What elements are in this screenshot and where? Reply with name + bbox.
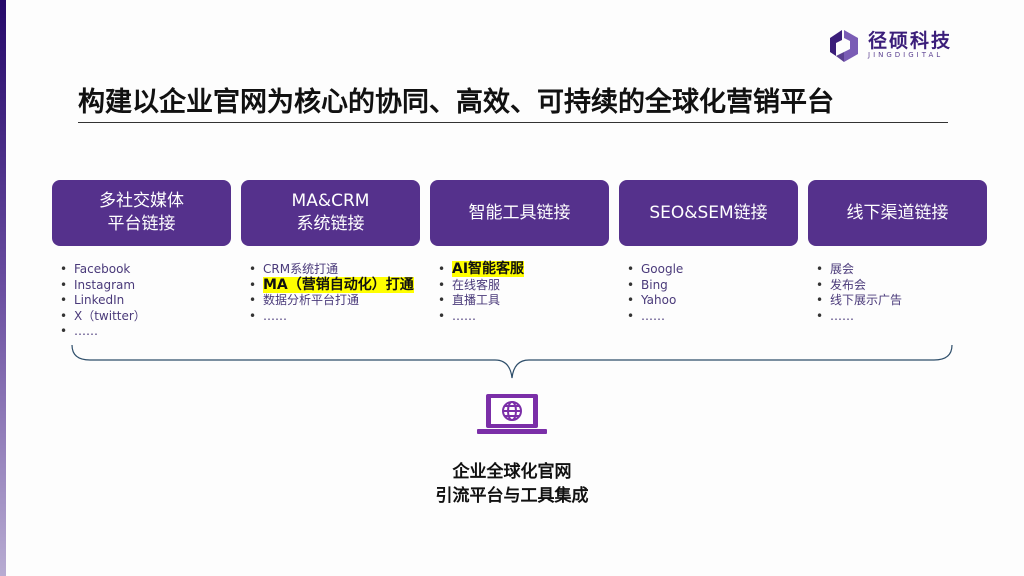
list-item: 展会	[816, 262, 902, 278]
list-item-text: ……	[263, 308, 287, 323]
list-item-text: Bing	[641, 277, 668, 292]
list-item: MA（营销自动化）打通	[249, 276, 414, 294]
list-item: 直播工具	[438, 293, 524, 309]
channel-box-label: 智能工具链接	[469, 202, 571, 225]
list-item-text: MA（营销自动化）打通	[263, 276, 414, 293]
list-item: ……	[60, 324, 146, 340]
list-item-text: Instagram	[74, 277, 136, 292]
list-item-text: Google	[641, 262, 684, 276]
list-item-text: ……	[641, 308, 665, 323]
channel-box-label: 线下渠道链接	[847, 202, 949, 225]
channel-box-4: SEO&SEM链接	[619, 180, 798, 246]
label-line: 智能工具链接	[468, 202, 571, 223]
logo-subtitle: JINGDIGITAL	[868, 51, 944, 59]
list-item-text: Yahoo	[641, 293, 677, 307]
list-item-text: LinkedIn	[74, 293, 125, 307]
list-item: ……	[627, 309, 683, 325]
label-line: MA&CRM	[291, 191, 370, 211]
channel-list-1: FacebookInstagramLinkedInX（twitter）……	[60, 262, 146, 340]
center-line1: 企业全球化官网	[452, 462, 572, 482]
list-item-text: ……	[452, 308, 476, 323]
list-item: AI智能客服	[438, 261, 525, 278]
list-item: 线下展示广告	[816, 293, 902, 309]
page-title: 构建以企业官网为核心的协同、高效、可持续的全球化营销平台	[78, 87, 834, 118]
list-item-text: 数据分析平台打通	[263, 293, 360, 307]
logo: 径硕科技 JINGDIGITAL	[828, 28, 952, 62]
list-item: Google	[627, 262, 683, 278]
logo-icon	[830, 30, 858, 62]
list-item: Facebook	[60, 262, 146, 278]
list-item: Instagram	[60, 278, 146, 294]
list-item-text: ……	[74, 324, 98, 338]
list-item: Bing	[627, 278, 683, 294]
list-item: ……	[249, 309, 414, 325]
channel-list-3: AI智能客服在线客服直播工具……	[438, 261, 525, 325]
channel-list-4: GoogleBingYahoo……	[627, 262, 683, 324]
list-item: ……	[438, 309, 524, 325]
title-divider	[78, 122, 948, 123]
list-item-text: 展会	[830, 262, 855, 276]
list-item-text: CRM系统打通	[263, 262, 339, 276]
channel-box-label: SEO&SEM链接	[649, 202, 767, 225]
channel-list-2: CRM系统打通MA（营销自动化）打通数据分析平台打通……	[249, 262, 414, 324]
label-line: 线下渠道链接	[846, 202, 949, 223]
channel-box-label: 多社交媒体平台链接	[99, 190, 184, 236]
list-item: 在线客服	[438, 278, 524, 294]
list-item-text: ……	[830, 308, 854, 323]
list-item: CRM系统打通	[249, 262, 414, 278]
list-item-text: AI智能客服	[452, 261, 525, 277]
channel-box-5: 线下渠道链接	[808, 180, 987, 246]
list-item-text: 发布会	[830, 277, 867, 292]
accent-sidebar	[0, 0, 6, 576]
list-item: 数据分析平台打通	[249, 293, 414, 309]
list-item-text: Facebook	[74, 262, 131, 276]
laptop-globe-icon	[477, 394, 547, 434]
list-item-text: X（twitter）	[74, 308, 146, 323]
channel-box-label: MA&CRM 系统链接	[292, 190, 370, 236]
center-caption: 企业全球化官网 引流平台与工具集成	[412, 460, 612, 508]
list-item: ……	[816, 309, 902, 325]
logo-name: 径硕科技	[868, 30, 953, 52]
label-line: 平台链接	[107, 214, 176, 234]
list-item: 发布会	[816, 278, 902, 294]
list-item-text: 线下展示广告	[830, 293, 903, 307]
center-line2: 引流平台与工具集成	[435, 486, 589, 506]
list-item-text: 在线客服	[452, 277, 501, 292]
channel-box-2: MA&CRM 系统链接	[241, 180, 420, 246]
label-line: SEO&SEM链接	[649, 202, 768, 223]
list-item-text: 直播工具	[452, 293, 501, 307]
channel-list-5: 展会发布会线下展示广告……	[816, 262, 902, 324]
list-item: X（twitter）	[60, 309, 146, 325]
list-item: LinkedIn	[60, 293, 146, 309]
label-line: 系统链接	[296, 214, 365, 234]
list-item: Yahoo	[627, 293, 683, 309]
channel-box-1: 多社交媒体平台链接	[52, 180, 231, 246]
label-line: 多社交媒体	[99, 191, 184, 211]
channel-box-3: 智能工具链接	[430, 180, 609, 246]
